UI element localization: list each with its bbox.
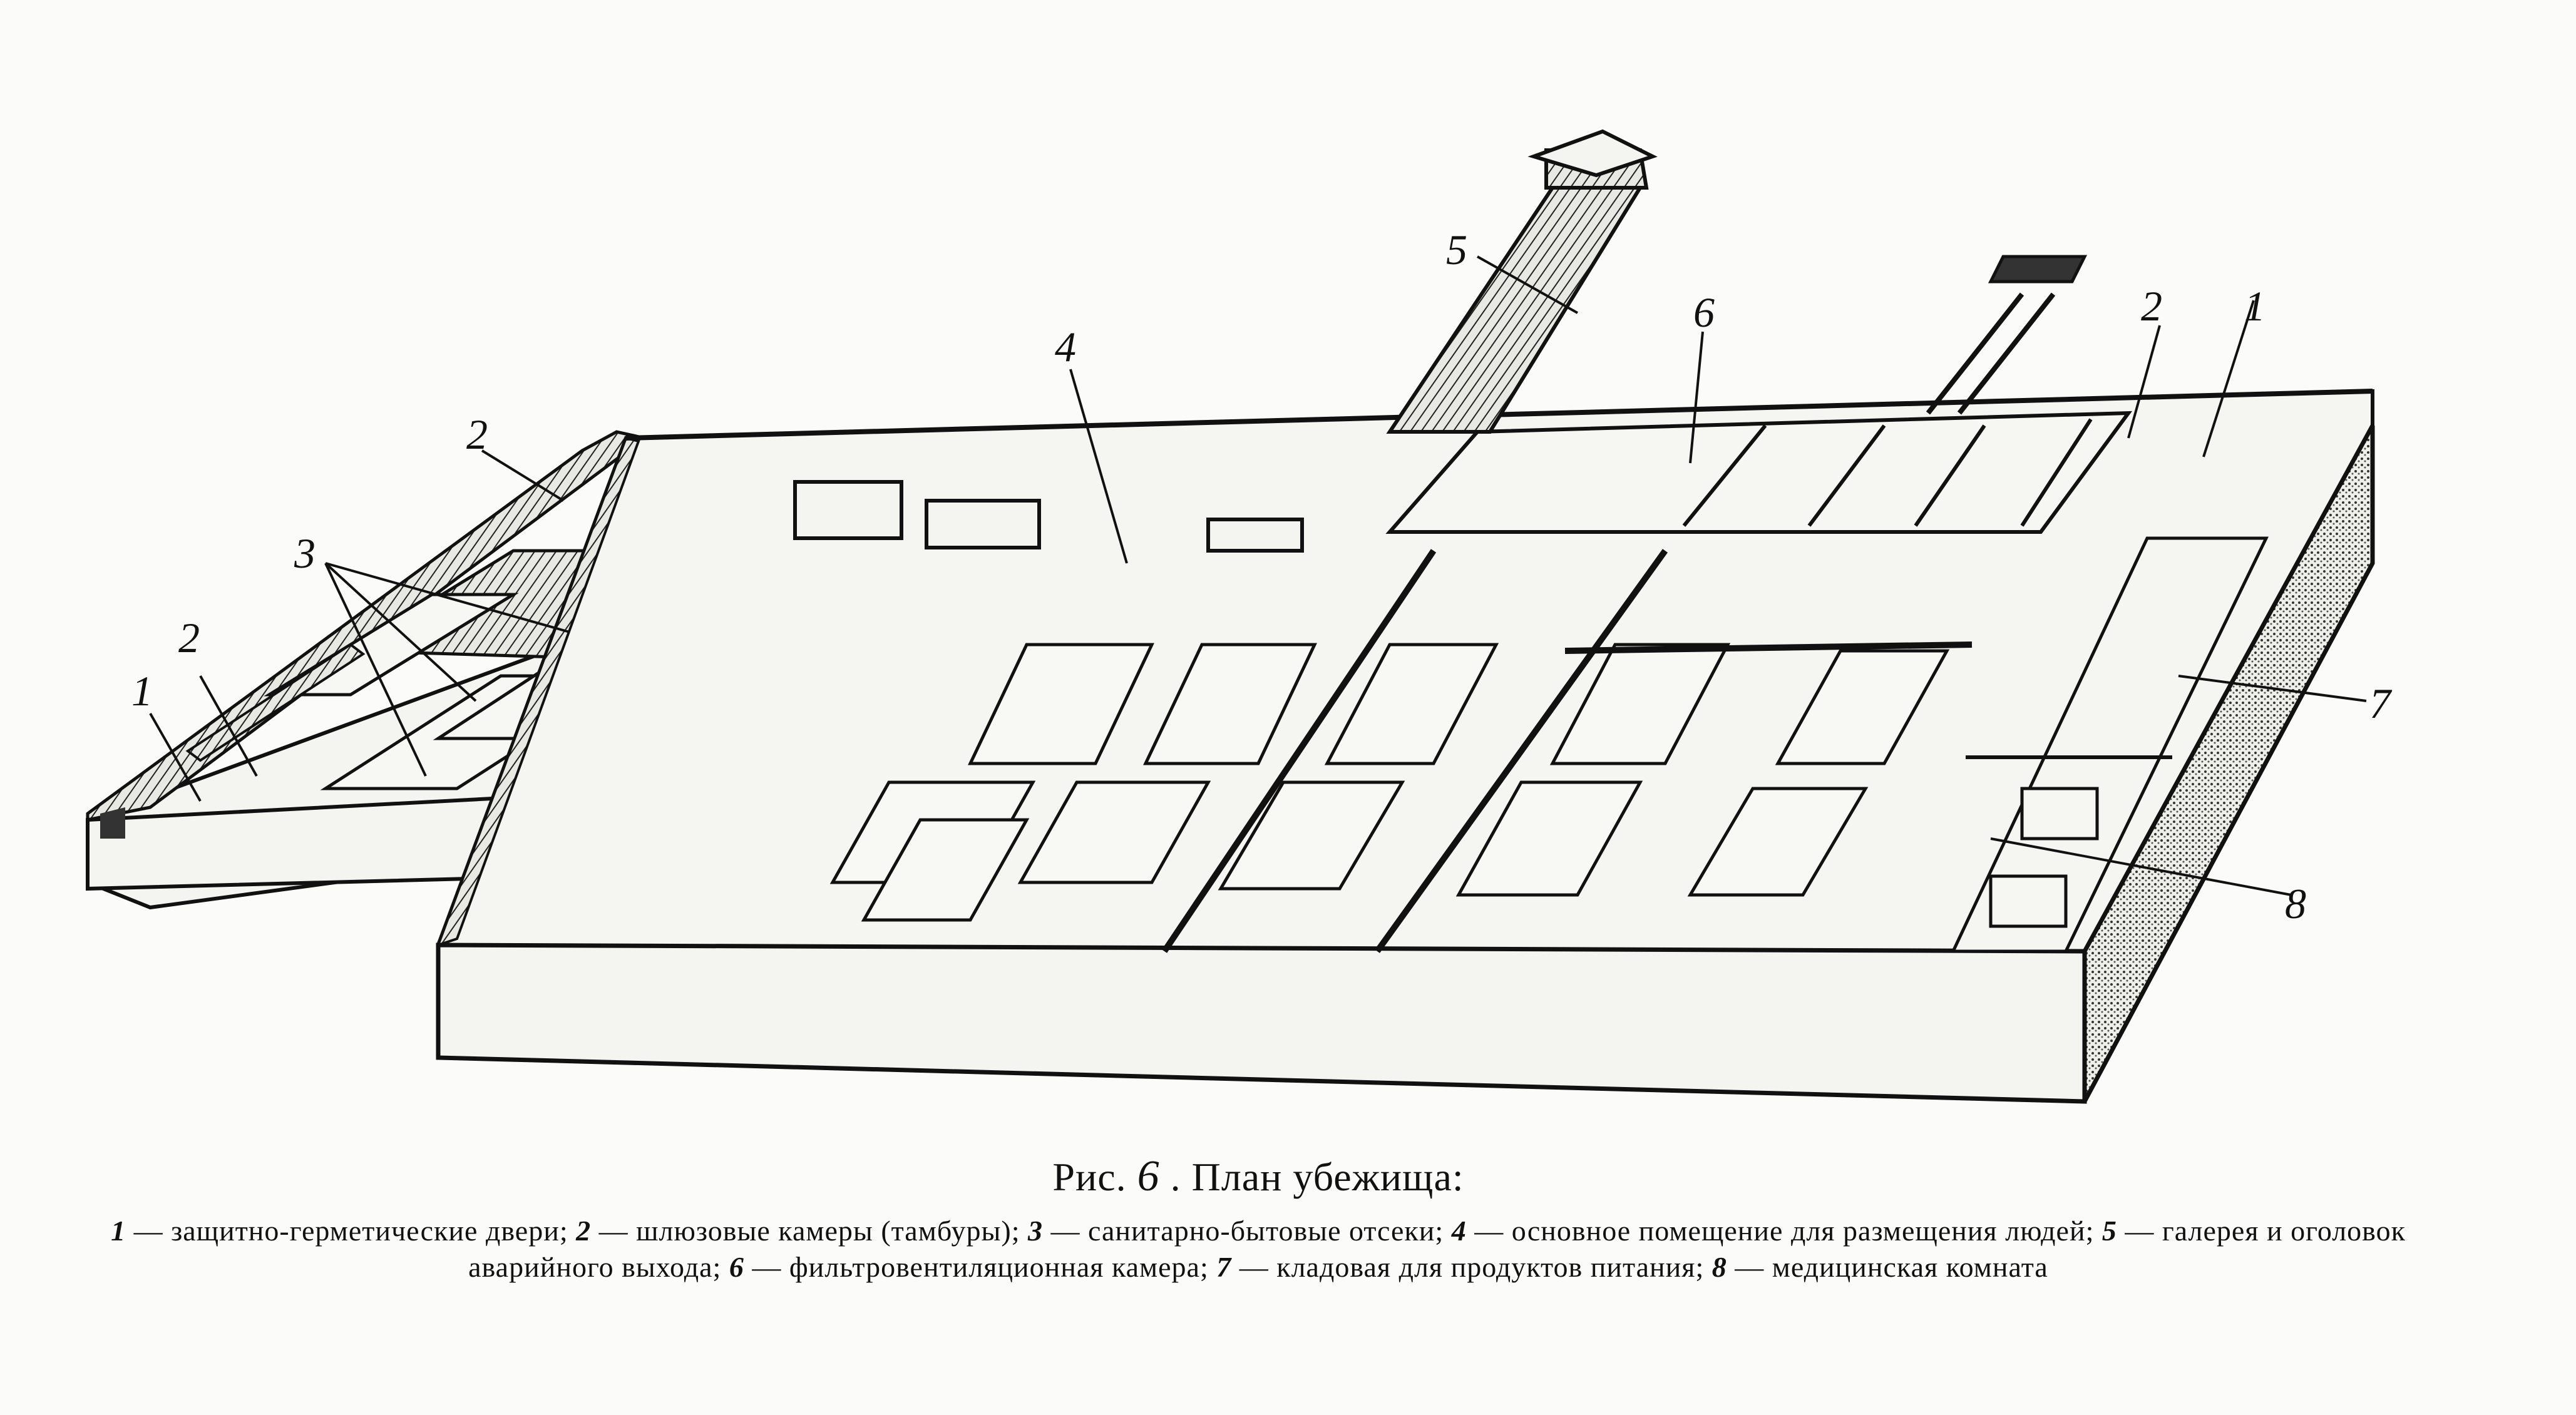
- north-rooms: [793, 411, 2133, 553]
- callout-medical: 8: [2285, 880, 2306, 927]
- legend-entry-3: 3 — санитарно-бытовые отсеки;: [1027, 1215, 1444, 1247]
- shelter-plan-drawing: [86, 129, 2375, 1104]
- caption-prefix: Рис.: [1052, 1155, 1127, 1199]
- benches: [829, 549, 1973, 953]
- callout-gallery: 5: [1446, 226, 1467, 273]
- callout-door-right: 1: [2244, 282, 2266, 330]
- leader-lines: [149, 255, 2367, 896]
- legend-entry-4: 4 — основное помещение для размещения лю…: [1451, 1215, 2095, 1247]
- legend-entry-2: 2 — шлюзовые камеры (тамбуры);: [576, 1215, 1020, 1247]
- callout-lock-right: 2: [2141, 282, 2162, 330]
- caption-legend: 1 — защитно-герметические двери; 2 — шлю…: [38, 1213, 2479, 1285]
- air-intake: [1926, 255, 2088, 415]
- figure-number: 6: [1137, 1152, 1160, 1200]
- caption-title: Рис. 6 . План убежища:: [1052, 1152, 1464, 1200]
- legend-entry-6: 6 — фильтровентиляционная камера;: [729, 1251, 1209, 1283]
- legend-entry-8: 8 — медицинская комната: [1711, 1251, 2048, 1283]
- callout-lock-left-upper: 2: [466, 411, 488, 458]
- east-rooms: [1951, 536, 2269, 953]
- caption-title-text: План убежища:: [1191, 1155, 1464, 1199]
- callout-storeroom: 7: [2369, 680, 2391, 727]
- callout-door-left: 1: [131, 667, 153, 715]
- callout-lock-left-lower: 2: [178, 614, 200, 662]
- figure-caption: Рис. 6 . План убежища: 1 — защитно-герме…: [38, 1152, 2479, 1285]
- callout-sanitary: 3: [294, 529, 316, 577]
- emergency-exit: [1386, 129, 1658, 434]
- legend-entry-5: 5 — галерея и оголовок аварийного выхода…: [468, 1215, 2406, 1283]
- legend-entry-1: 1 — защитно-герметические двери;: [111, 1215, 568, 1247]
- legend-entry-7: 7 — кладовая для продуктов питания;: [1216, 1251, 1705, 1283]
- callout-filter-room: 6: [1693, 289, 1715, 336]
- callout-main-hall: 4: [1055, 323, 1076, 370]
